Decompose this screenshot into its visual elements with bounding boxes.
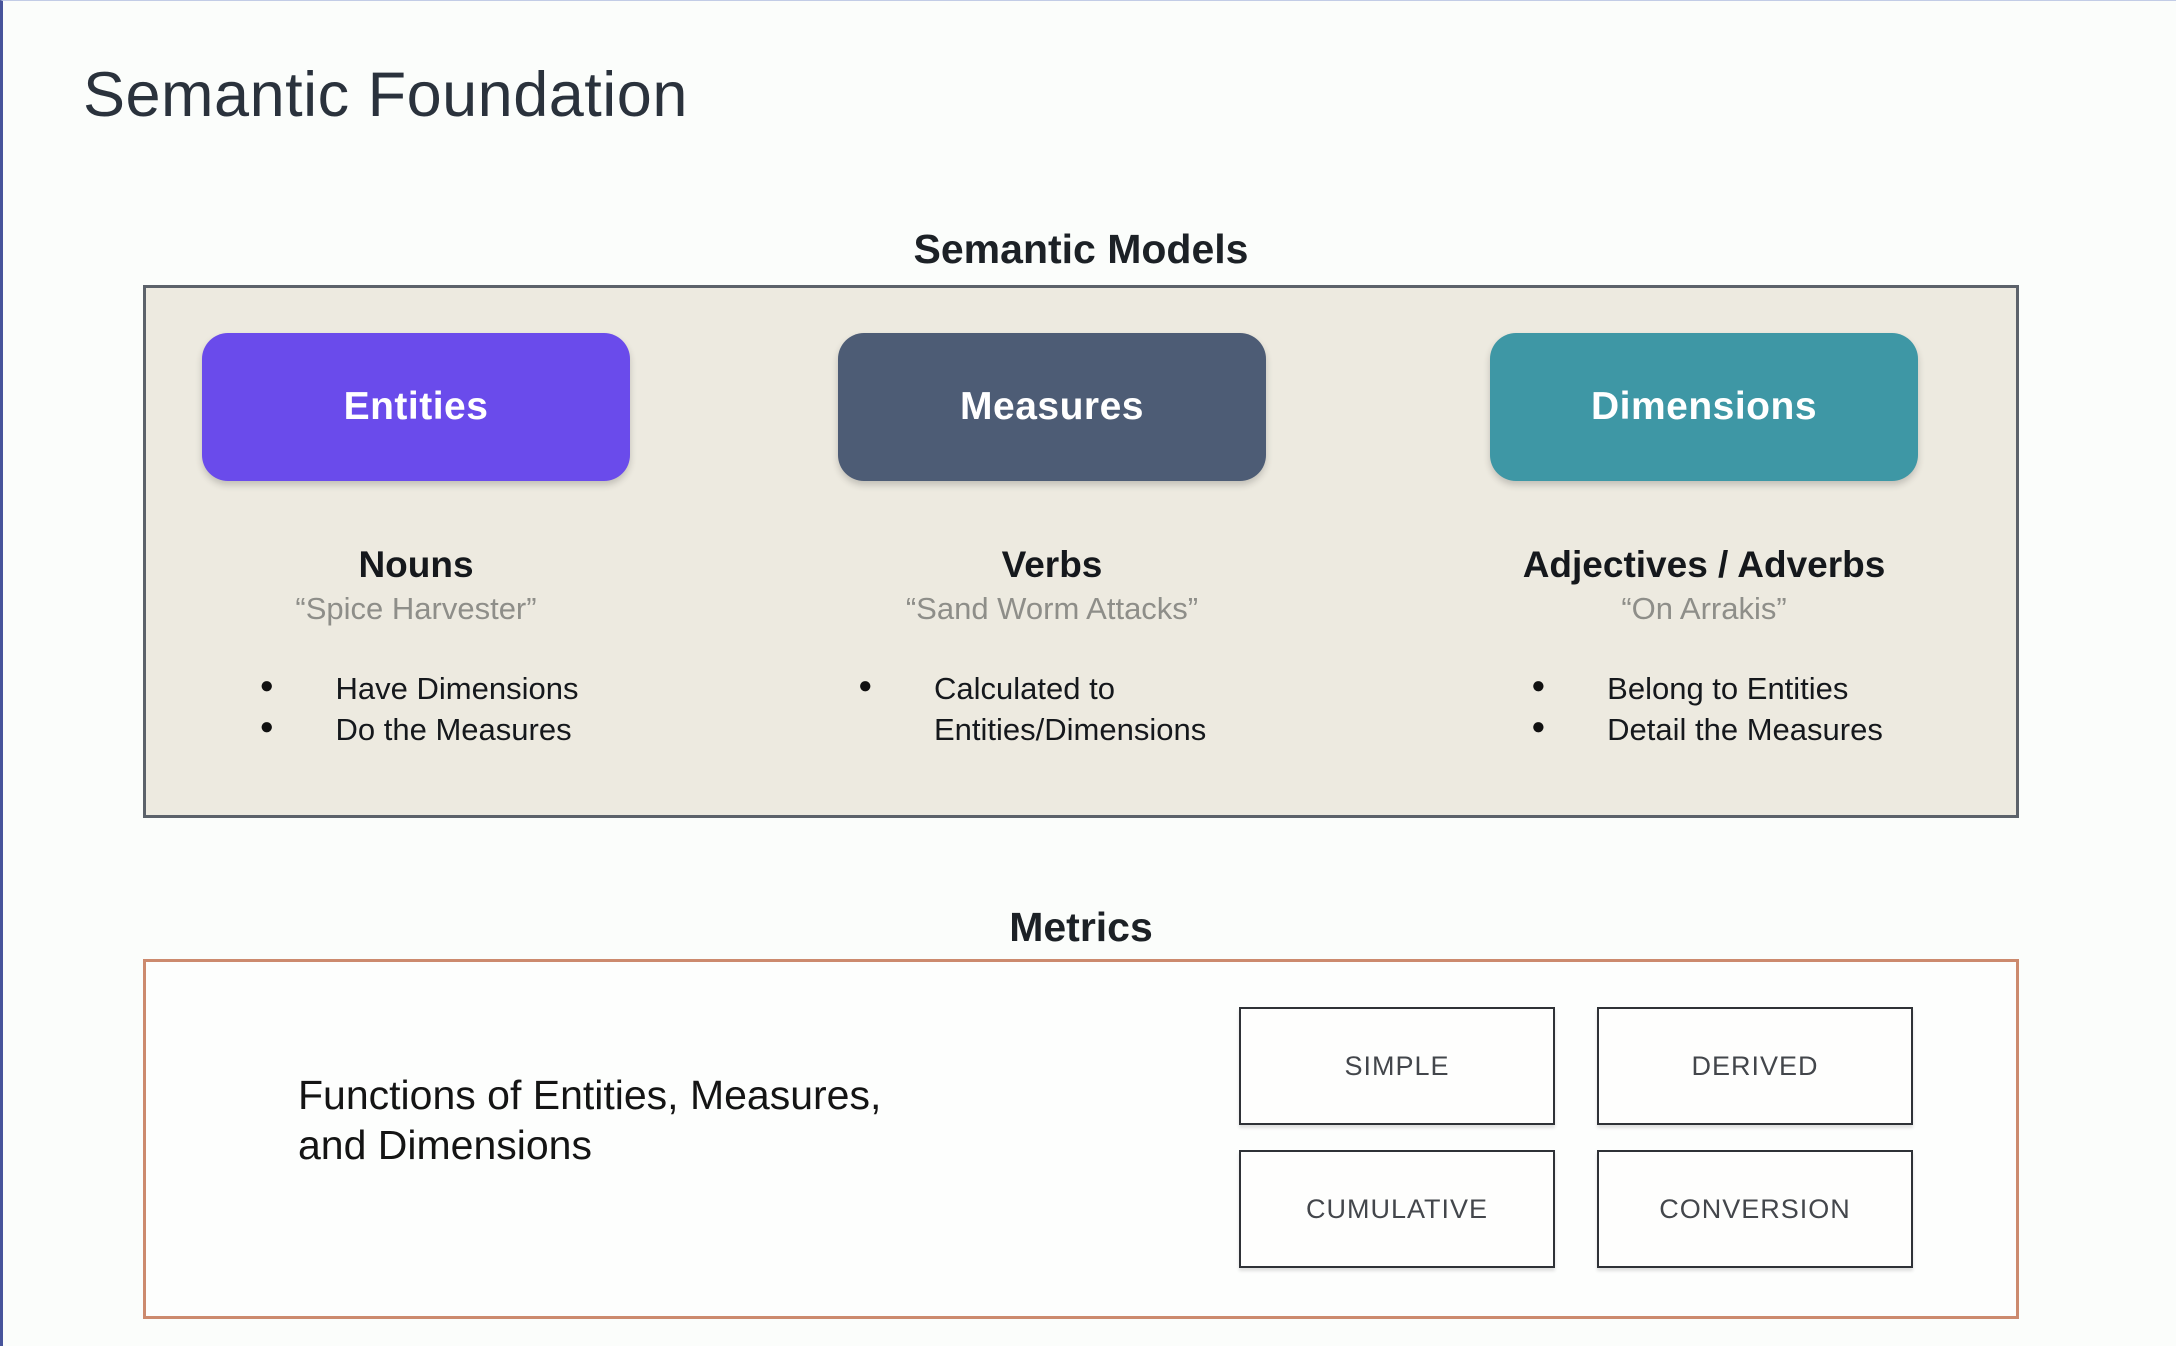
measures-box: Measures [838,333,1266,481]
metrics-label: Metrics [1009,904,1153,950]
bullet-item: Have Dimensions [254,669,579,710]
metrics-panel: Functions of Entities, Measures, and Dim… [143,959,2019,1319]
model-column-dimensions: Dimensions Adjectives / Adverbs “On Arra… [1426,288,1982,751]
entities-example-quote: “Spice Harvester” [295,590,537,626]
metric-type-cumulative: CUMULATIVE [1239,1150,1555,1268]
entities-bullet-list: Have Dimensions Do the Measures [254,669,579,751]
dimensions-example-quote: “On Arrakis” [1621,590,1787,626]
bullet-item: Belong to Entities [1525,669,1883,710]
bullet-item: Calculated to Entities/Dimensions [852,669,1252,751]
semantic-models-panel: Entities Nouns “Spice Harvester” Have Di… [143,285,2019,818]
metric-type-derived: DERIVED [1597,1007,1913,1125]
measures-example-quote: “Sand Worm Attacks” [905,590,1199,626]
entities-box: Entities [202,333,630,481]
model-column-entities: Entities Nouns “Spice Harvester” Have Di… [156,288,676,751]
measures-part-of-speech: Verbs [1001,544,1103,585]
metrics-description: Functions of Entities, Measures, and Dim… [298,1072,882,1169]
bullet-item: Do the Measures [254,710,579,751]
metric-type-simple: SIMPLE [1239,1007,1555,1125]
entities-part-of-speech: Nouns [358,544,474,585]
dimensions-bullet-list: Belong to Entities Detail the Measures [1525,669,1883,751]
measures-bullet-list: Calculated to Entities/Dimensions [852,669,1252,751]
bullet-item: Detail the Measures [1525,710,1883,751]
dimensions-box: Dimensions [1490,333,1918,481]
dimensions-part-of-speech: Adjectives / Adverbs [1522,544,1886,585]
page-title: Semantic Foundation [83,60,688,130]
semantic-models-label: Semantic Models [913,226,1249,272]
metric-type-conversion: CONVERSION [1597,1150,1913,1268]
model-column-measures: Measures Verbs “Sand Worm Attacks” Calcu… [792,288,1312,751]
